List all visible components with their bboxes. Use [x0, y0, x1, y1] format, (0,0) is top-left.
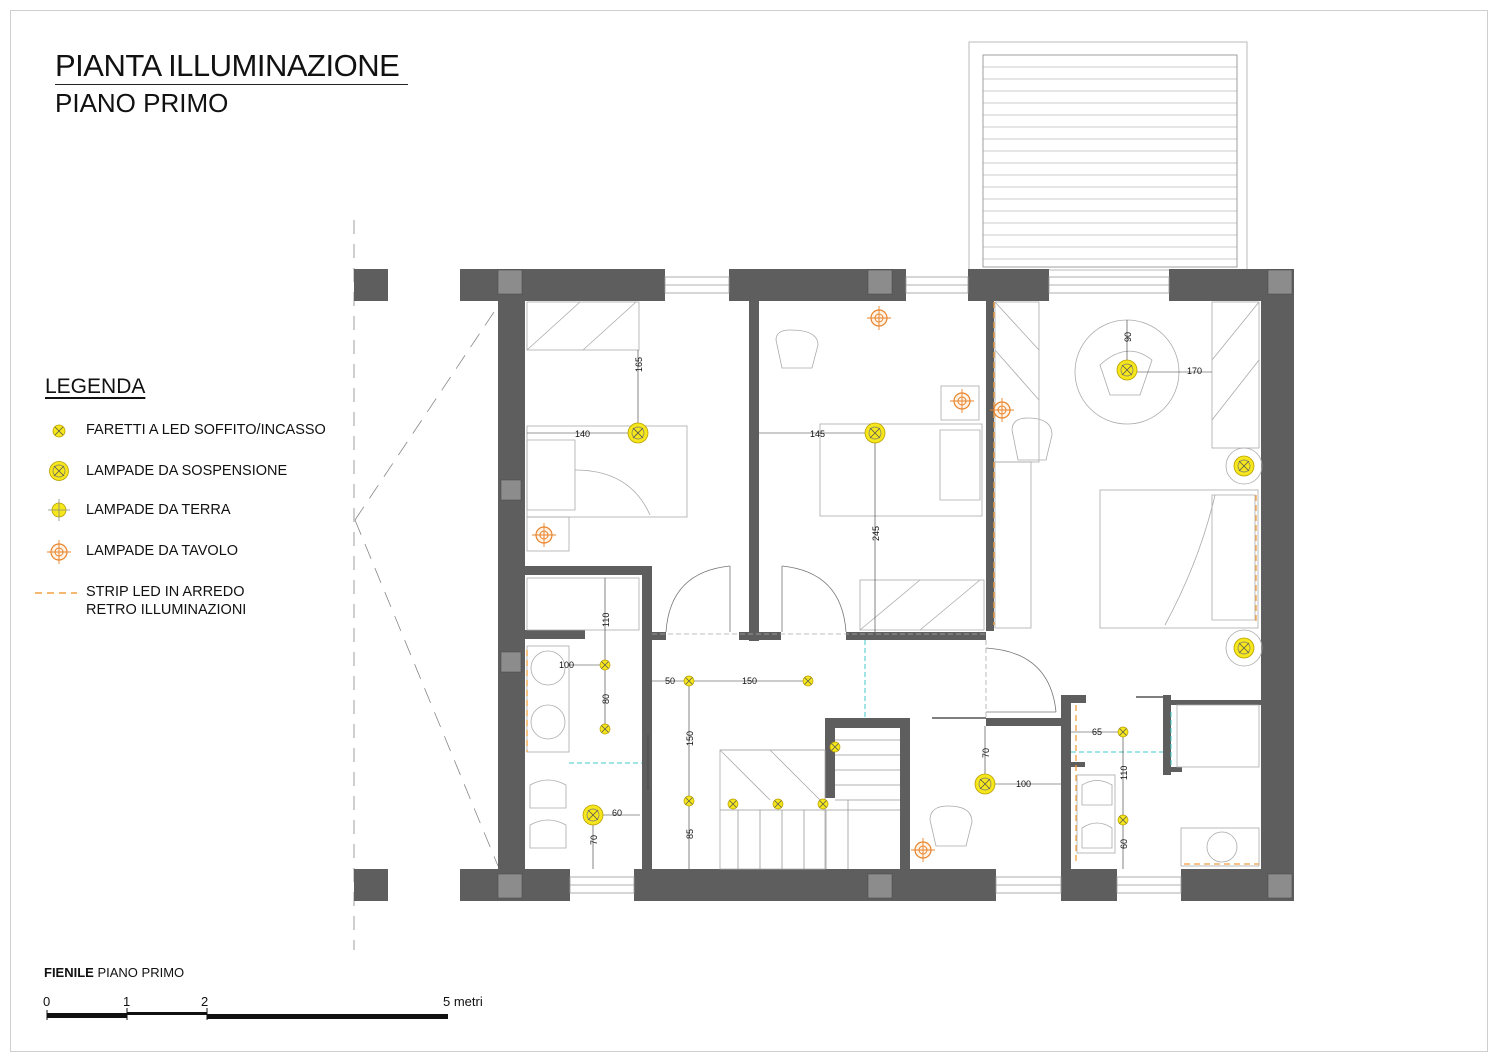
page-subtitle: PIANO PRIMO	[55, 88, 229, 118]
dim-140: 140	[575, 429, 590, 439]
dim-145: 145	[810, 429, 825, 439]
scale-bar	[46, 1008, 448, 1020]
led-spotlight	[599, 723, 611, 735]
dim-90: 90	[1123, 332, 1133, 342]
dimension-lines	[527, 320, 1212, 869]
scale-tick-2: 2	[201, 994, 209, 1009]
lampada-terra-icon	[48, 499, 70, 521]
legend-item-sospensione: LAMPADE DA SOSPENSIONE	[86, 463, 288, 479]
outside-pillar-bottom	[354, 869, 388, 901]
table-lamp	[910, 837, 936, 863]
page-title: PIANTA ILLUMINAZIONE	[55, 48, 400, 83]
suspension-lamp	[1116, 359, 1138, 381]
dim-165: 165	[634, 357, 644, 372]
dim-170: 170	[1187, 366, 1202, 376]
windows	[569, 276, 1182, 894]
left-guides	[353, 220, 499, 950]
dim-150-a: 150	[742, 676, 757, 686]
led-spotlight	[1117, 726, 1129, 738]
dim-110-a: 110	[601, 613, 611, 627]
title-underline	[55, 84, 408, 85]
led-spotlight	[683, 795, 695, 807]
suspension-lamp	[864, 422, 886, 444]
faretti-led-icon	[52, 424, 66, 438]
table-lamps	[531, 305, 1015, 863]
dim-50: 50	[665, 676, 675, 686]
legend-strip-line2: RETRO ILLUMINAZIONI	[86, 602, 247, 618]
legend-item-strip-led: STRIP LED IN ARREDO RETRO ILLUMINAZIONI	[86, 583, 246, 619]
balcony	[968, 41, 1248, 271]
legend-item-tavolo: LAMPADE DA TAVOLO	[86, 543, 239, 559]
dim-245: 245	[871, 526, 881, 541]
led-spotlight	[727, 798, 739, 810]
scale-tick-1: 1	[123, 994, 131, 1009]
dim-70-b: 70	[981, 748, 991, 758]
furniture	[526, 301, 1263, 870]
lampada-tavolo-icon	[47, 540, 71, 564]
led-spotlight	[772, 798, 784, 810]
dim-100-b: 100	[1016, 779, 1031, 789]
scale-title: FIENILE PIANO PRIMO	[44, 965, 184, 980]
legend-item-terra: LAMPADE DA TERRA	[86, 502, 231, 518]
table-lamp	[866, 305, 892, 331]
table-lamp	[949, 388, 975, 414]
suspension-lamp	[1233, 637, 1255, 659]
legend-strip-line1: STRIP LED IN ARREDO	[86, 584, 245, 600]
scale-tick-5: 5 metri	[443, 994, 483, 1009]
dim-150-b: 150	[685, 731, 695, 746]
scale-title-rest: PIANO PRIMO	[93, 965, 185, 980]
outside-pillar-top	[354, 269, 388, 301]
lampada-sospensione-icon	[49, 461, 69, 481]
legend-item-faretti: FARETTI A LED SOFFITO/INCASSO	[86, 422, 326, 438]
grey-dashed-lines	[652, 633, 987, 718]
suspension-lamp	[582, 804, 604, 826]
columns	[497, 269, 1293, 899]
dim-65: 65	[1092, 727, 1102, 737]
dim-100-a: 100	[559, 660, 574, 670]
scale-title-bold: FIENILE	[44, 965, 94, 980]
led-spotlight	[683, 675, 695, 687]
legend-heading: LEGENDA	[45, 375, 146, 398]
dim-70-a: 70	[589, 835, 599, 845]
scale-tick-0: 0	[43, 994, 51, 1009]
table-lamp	[531, 522, 557, 548]
drawing-frame	[10, 10, 1488, 1052]
dim-80: 80	[601, 694, 611, 704]
led-spotlight	[599, 659, 611, 671]
dimension-labels: 165 140 145 245 90 170 110 100 80 50 150…	[559, 332, 1202, 849]
dim-110-b: 110	[1119, 766, 1129, 780]
cyan-lines	[569, 640, 1172, 768]
suspension-lamp	[627, 422, 649, 444]
strip-led-lines	[526, 302, 1259, 865]
dim-85: 85	[685, 829, 695, 839]
dim-60-b: 60	[1119, 839, 1129, 849]
led-spotlight	[817, 798, 829, 810]
walls	[460, 269, 1294, 901]
led-spotlight	[1117, 814, 1129, 826]
suspension-lamp	[974, 773, 996, 795]
dim-60-a: 60	[612, 808, 622, 818]
suspension-lamps	[582, 359, 1255, 826]
led-spotlight	[802, 675, 814, 687]
suspension-lamp	[1233, 455, 1255, 477]
strip-led-icon	[35, 592, 77, 594]
led-spotlight	[829, 741, 841, 753]
